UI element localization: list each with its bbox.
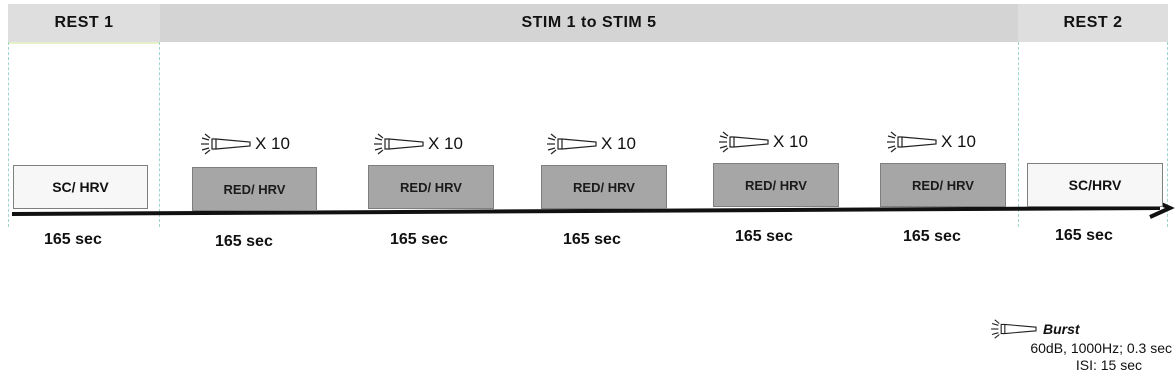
- legend-line-2: ISI: 15 sec: [1075, 357, 1142, 373]
- duration-rest-1: 165 sec: [44, 231, 102, 248]
- speaker-burst-icon: [374, 133, 424, 155]
- duration-stim-3: 165 sec: [563, 231, 621, 248]
- duration-stim-2: 165 sec: [390, 231, 448, 248]
- block-stim-3: RED/ HRV: [541, 165, 667, 209]
- speaker-repeat-2: X 10: [373, 132, 463, 156]
- speaker-repeat-1: X 10: [200, 132, 290, 156]
- repeat-label: X 10: [601, 134, 636, 153]
- duration-stim-4: 165 sec: [735, 228, 793, 245]
- speaker-burst-icon: [547, 133, 597, 155]
- burst-legend: Burst 60dB, 1000Hz; 0.3 sec ISI: 15 sec: [968, 318, 1172, 374]
- divider-line: [159, 42, 160, 227]
- repeat-label: X 10: [941, 132, 976, 151]
- speaker-burst-icon: [719, 131, 769, 153]
- block-stim-2: RED/ HRV: [368, 165, 494, 209]
- speaker-repeat-5: X 10: [886, 130, 976, 154]
- repeat-label: X 10: [255, 134, 290, 153]
- repeat-label: X 10: [773, 132, 808, 151]
- block-stim-4: RED/ HRV: [713, 163, 839, 207]
- header-rest-1: REST 1: [8, 4, 160, 44]
- speaker-repeat-4: X 10: [718, 130, 808, 154]
- legend-line-1: 60dB, 1000Hz; 0.3 sec: [1030, 340, 1172, 356]
- duration-stim-1: 165 sec: [215, 233, 273, 250]
- duration-rest-2: 165 sec: [1055, 227, 1113, 244]
- divider-line: [1167, 42, 1168, 227]
- speaker-burst-icon: [991, 319, 1037, 339]
- repeat-label: X 10: [428, 134, 463, 153]
- block-stim-1: RED/ HRV: [192, 167, 317, 211]
- block-stim-5: RED/ HRV: [880, 163, 1006, 207]
- speaker-burst-icon: [887, 131, 937, 153]
- divider-line: [8, 42, 9, 227]
- legend-title-row: Burst: [968, 318, 1172, 340]
- speaker-burst-icon: [201, 133, 251, 155]
- block-rest-2: SC/HRV: [1027, 163, 1163, 207]
- speaker-repeat-3: X 10: [546, 132, 636, 156]
- header-rest-2: REST 2: [1018, 4, 1168, 42]
- divider-line: [1018, 42, 1019, 227]
- legend-title: Burst: [1043, 320, 1080, 337]
- duration-stim-5: 165 sec: [903, 228, 961, 245]
- block-rest-1: SC/ HRV: [13, 165, 148, 209]
- header-stim: STIM 1 to STIM 5: [160, 4, 1018, 42]
